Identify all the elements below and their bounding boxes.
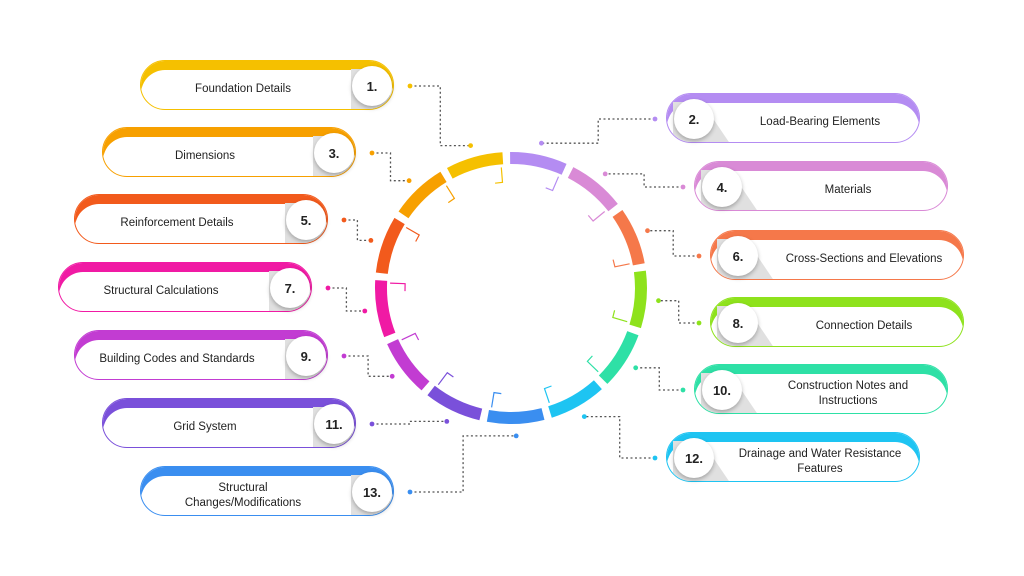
ring-bracket-10 xyxy=(586,355,599,373)
step-card-9: Building Codes and Standards xyxy=(74,330,328,380)
ring-segment-3 xyxy=(398,171,447,219)
connector-line-6 xyxy=(647,230,699,257)
step-number-badge-13: 13. xyxy=(352,472,392,512)
step-number-badge-9: 9. xyxy=(286,336,326,376)
ring-segment-7 xyxy=(375,280,396,338)
connector-line-13 xyxy=(410,435,517,493)
connector-line-9 xyxy=(344,355,393,377)
connector-line-1 xyxy=(410,85,471,147)
ring-bracket-5 xyxy=(405,226,421,242)
step-label: Cross-Sections and Elevations xyxy=(785,253,943,265)
ring-bracket-6 xyxy=(612,259,630,268)
connector-end-dot-7 xyxy=(362,308,368,314)
ring-bracket-9 xyxy=(401,332,420,341)
step-label: Drainage and Water Resistance Features xyxy=(738,447,902,475)
connector-end-dot-3 xyxy=(406,178,412,184)
step-label: Building Codes and Standards xyxy=(99,353,255,365)
step-label: Load-Bearing Elements xyxy=(759,116,881,128)
connector-dot-4 xyxy=(680,184,686,190)
connector-end-dot-11 xyxy=(444,419,450,424)
connector-end-dot-4 xyxy=(602,171,608,177)
connector-end-dot-8 xyxy=(656,298,661,304)
ring-segment-6 xyxy=(612,209,645,266)
ring-bracket-12 xyxy=(543,385,552,403)
step-number-badge-2: 2. xyxy=(674,99,714,139)
step-number-badge-5: 5. xyxy=(286,200,326,240)
step-label: Connection Details xyxy=(815,320,913,332)
step-number-badge-8: 8. xyxy=(718,303,758,343)
step-number-badge-1: 1. xyxy=(352,66,392,106)
step-label: Reinforcement Details xyxy=(120,217,234,229)
ring-segment-1 xyxy=(446,152,504,179)
step-number-badge-11: 11. xyxy=(314,404,354,444)
connector-dot-10 xyxy=(680,387,686,393)
connector-end-dot-9 xyxy=(389,373,395,379)
connector-line-4 xyxy=(605,173,683,188)
connector-dot-2 xyxy=(652,116,658,122)
connector-end-dot-1 xyxy=(468,143,473,149)
ring-bracket-13 xyxy=(491,391,502,408)
ring-bracket-11 xyxy=(437,371,454,386)
connector-dot-11 xyxy=(369,421,375,427)
ring-segment-9 xyxy=(387,338,430,391)
ring-segment-11 xyxy=(427,385,483,421)
step-number-badge-3: 3. xyxy=(314,133,354,173)
step-label: Construction Notes and Instructions xyxy=(787,379,909,407)
step-label: Foundation Details xyxy=(195,83,291,95)
ring-segment-10 xyxy=(598,330,639,384)
connector-end-dot-5 xyxy=(368,238,374,243)
connector-line-2 xyxy=(541,118,655,144)
connector-end-dot-10 xyxy=(633,365,639,371)
connector-end-dot-6 xyxy=(645,228,650,234)
connector-line-5 xyxy=(344,219,371,242)
connector-dot-8 xyxy=(696,320,702,326)
connector-dot-13 xyxy=(407,489,413,495)
ring-bracket-4 xyxy=(587,211,606,222)
connector-dot-1 xyxy=(407,83,413,89)
step-label: Materials xyxy=(824,184,872,196)
step-number-badge-7: 7. xyxy=(270,268,310,308)
connector-dot-7 xyxy=(325,285,331,291)
ring-bracket-2 xyxy=(545,176,560,192)
connector-end-dot-2 xyxy=(539,140,544,146)
connector-line-8 xyxy=(658,300,699,324)
connector-end-dot-13 xyxy=(513,433,519,439)
ring-segment-2 xyxy=(509,151,567,175)
step-label: Grid System xyxy=(173,421,237,433)
ring-bracket-7 xyxy=(390,282,406,292)
ring-bracket-1 xyxy=(495,167,504,184)
connector-dot-6 xyxy=(696,253,702,259)
connector-dot-9 xyxy=(341,353,347,359)
step-number-badge-12: 12. xyxy=(674,438,714,478)
ring-segment-13 xyxy=(486,408,545,424)
connector-end-dot-12 xyxy=(581,414,587,419)
connector-line-7 xyxy=(328,287,365,312)
ring-segment-4 xyxy=(567,167,618,212)
connector-dot-5 xyxy=(341,217,347,223)
step-number-badge-4: 4. xyxy=(702,167,742,207)
step-number-badge-10: 10. xyxy=(702,370,742,410)
step-label: Structural Changes/Modifications xyxy=(184,481,302,509)
connector-line-11 xyxy=(372,420,447,425)
ring-segment-8 xyxy=(629,270,647,329)
ring-bracket-3 xyxy=(445,185,456,204)
step-label: Dimensions xyxy=(174,150,236,162)
connector-line-10 xyxy=(635,367,683,391)
connector-line-12 xyxy=(584,415,655,459)
connector-line-3 xyxy=(372,152,410,182)
ring-bracket-8 xyxy=(612,310,628,323)
ring-segment-5 xyxy=(375,217,405,275)
step-number-badge-6: 6. xyxy=(718,236,758,276)
connector-dot-3 xyxy=(369,150,375,156)
step-label: Structural Calculations xyxy=(103,285,219,297)
connector-dot-12 xyxy=(652,455,658,461)
ring-segment-12 xyxy=(548,380,602,418)
